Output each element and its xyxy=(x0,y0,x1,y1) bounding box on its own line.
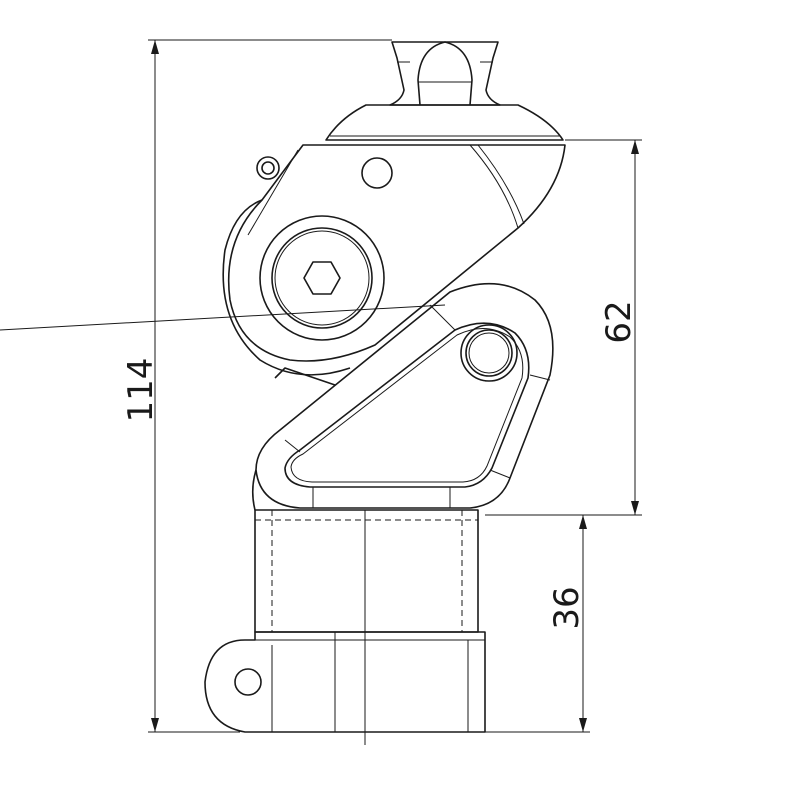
small-hole xyxy=(361,157,393,189)
dimension-36: 36 xyxy=(485,515,590,733)
dimension-label-36: 36 xyxy=(547,586,587,629)
tube-clamp xyxy=(204,509,486,745)
upper-joint-body xyxy=(222,144,566,376)
dimension-label-62: 62 xyxy=(599,300,639,343)
knee-axis-bolt xyxy=(460,324,518,382)
dimension-114: 114 xyxy=(121,39,392,733)
dimension-62: 62 xyxy=(485,139,642,516)
clamp-screw-hole xyxy=(234,668,262,696)
hex-socket-icon xyxy=(303,261,341,295)
pyramid-adapter xyxy=(325,41,564,141)
lower-link xyxy=(0,282,554,511)
dimension-label-114: 114 xyxy=(121,358,161,423)
main-bolt xyxy=(259,215,385,341)
